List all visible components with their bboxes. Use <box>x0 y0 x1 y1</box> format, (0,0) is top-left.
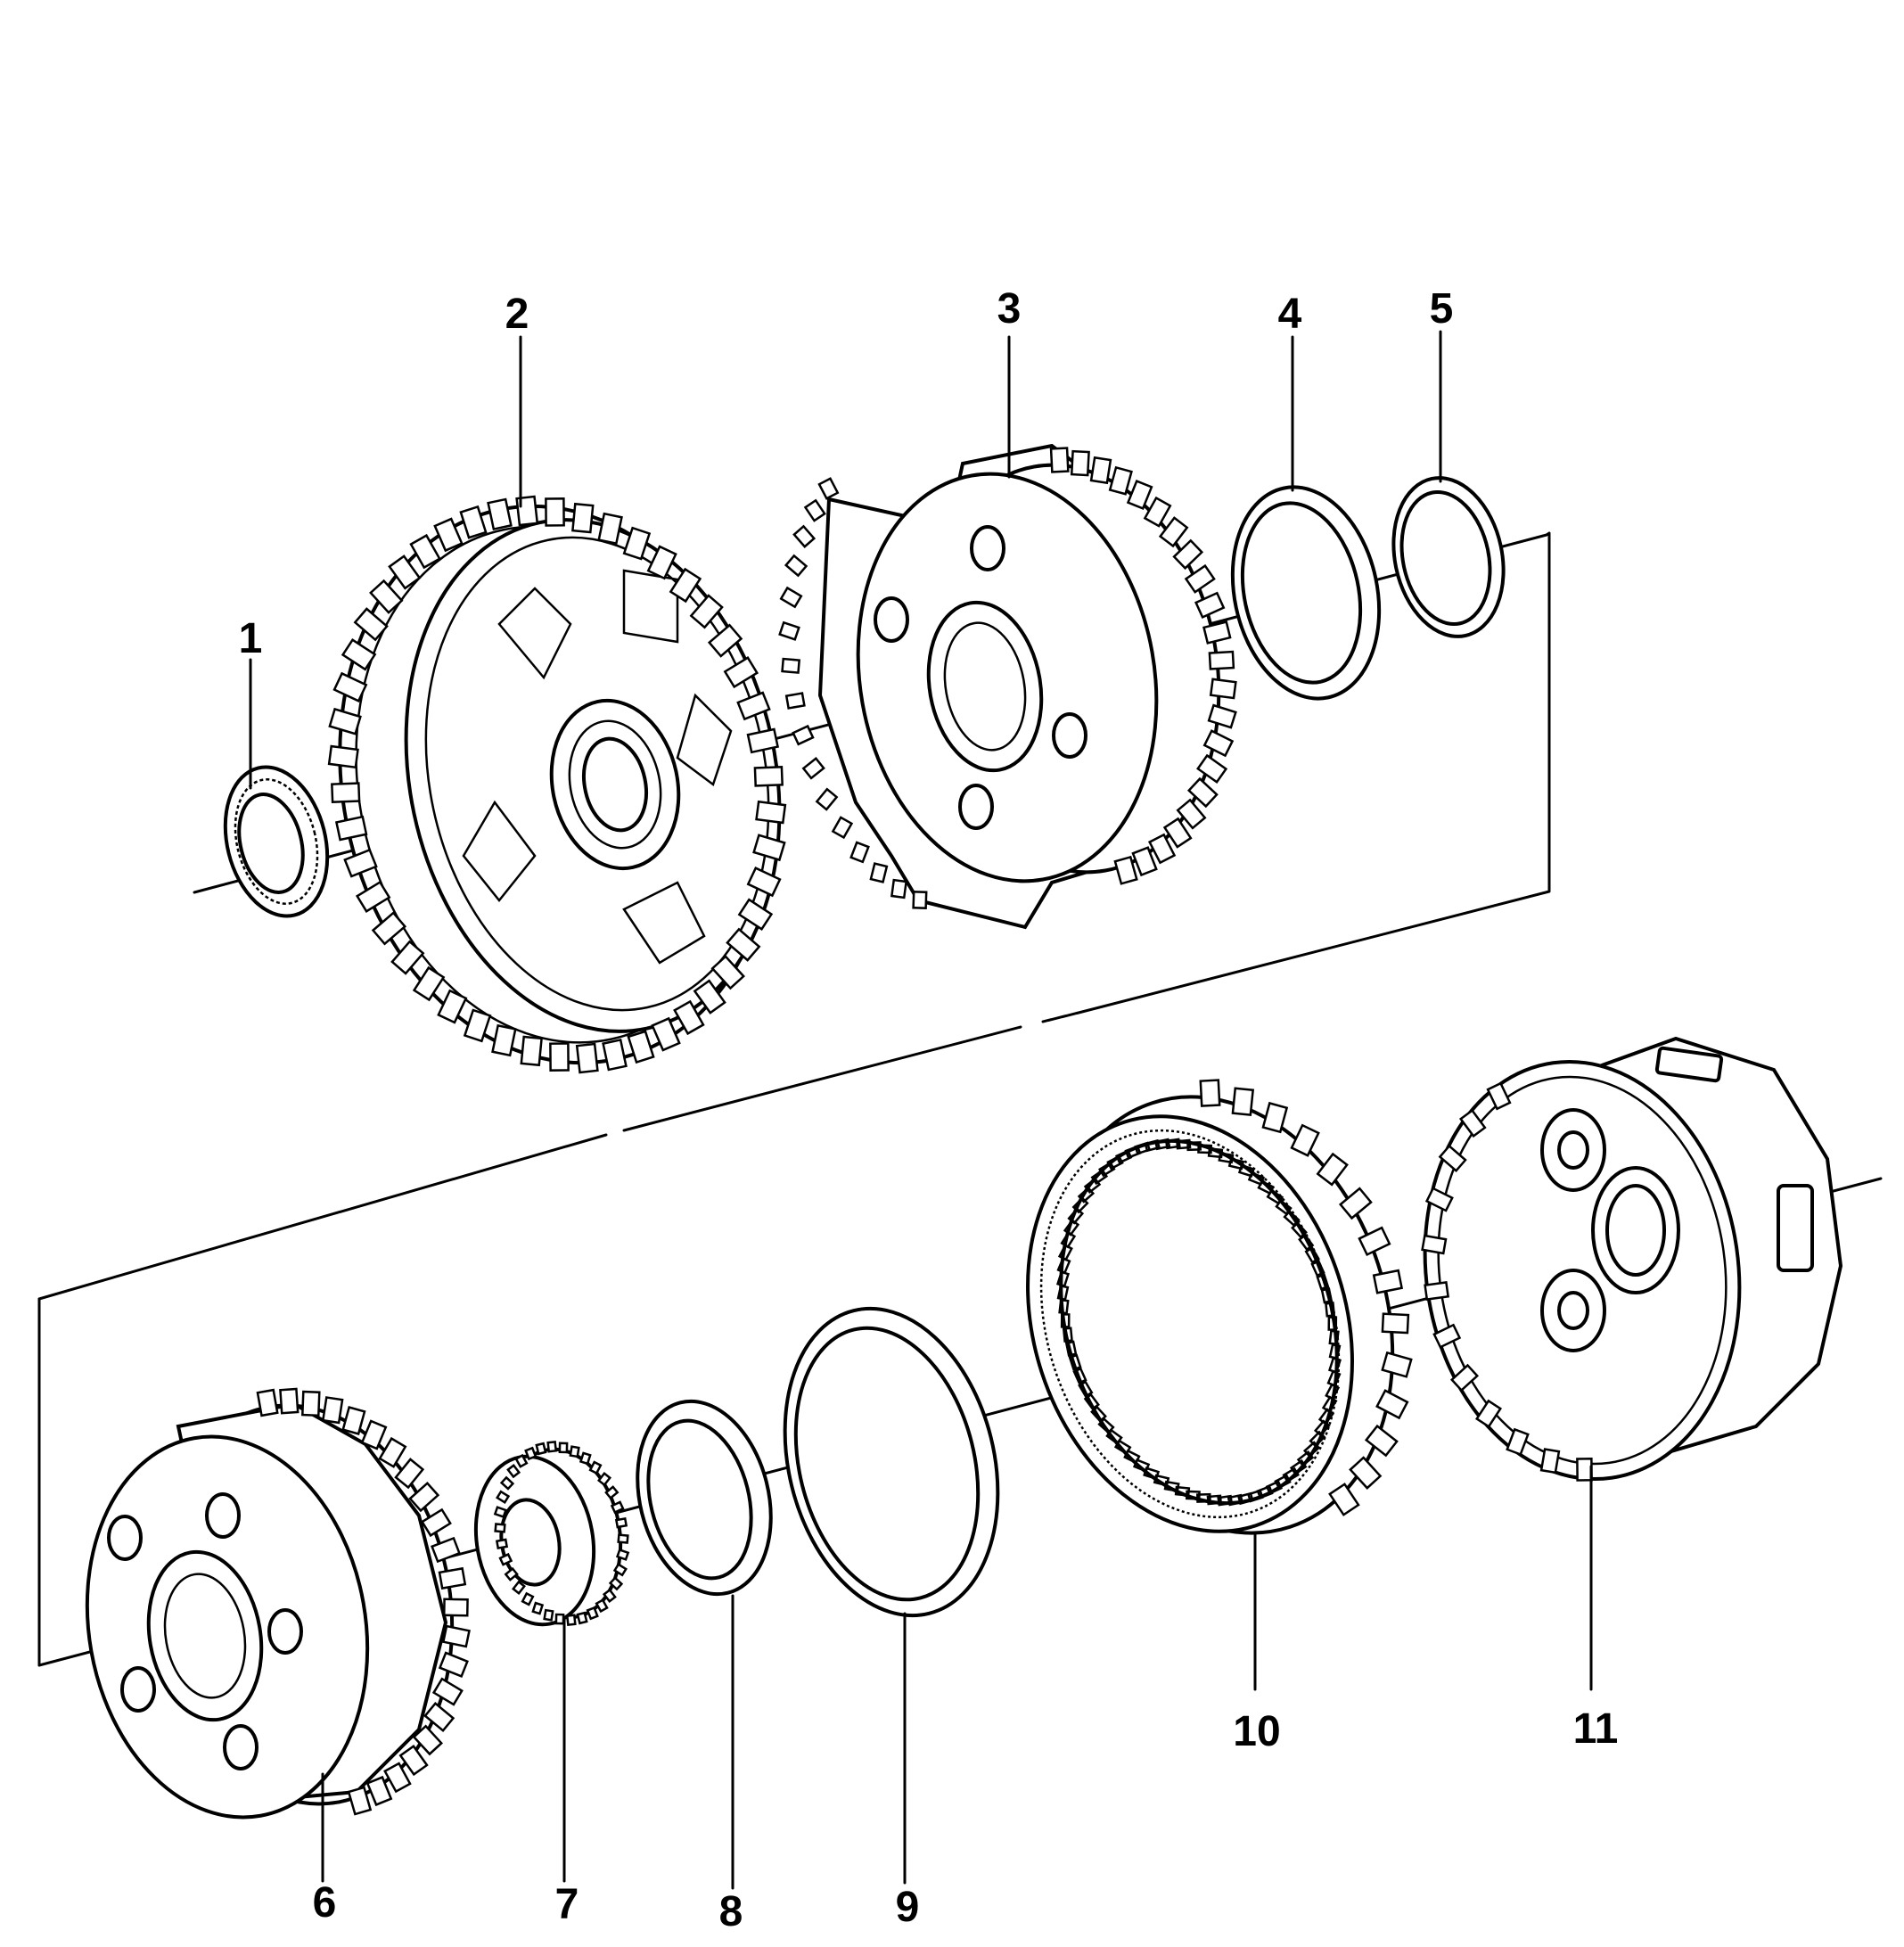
callout-1: 1 <box>239 615 263 662</box>
callout-9: 9 <box>896 1884 920 1931</box>
callout-6: 6 <box>313 1879 337 1926</box>
part-5-thrust-washer-icon <box>1391 476 1506 638</box>
part-3-planet-carrier-icon <box>778 443 1237 930</box>
part-10-ring-gear-icon <box>1026 1079 1413 1535</box>
part-8-thrust-bearing-icon <box>636 1399 773 1597</box>
callout-2: 2 <box>505 291 529 338</box>
part-2-clutch-hub-drum-icon <box>327 495 787 1074</box>
callout-5: 5 <box>1430 285 1454 333</box>
part-7-sun-gear-icon <box>473 1441 630 1627</box>
part-11-planetary-housing-icon <box>1421 1036 1843 1482</box>
callout-leaders <box>249 330 1593 1890</box>
part-4-thrust-washer-icon <box>1230 485 1382 701</box>
part-6-planet-carrier-icon <box>85 1387 471 1820</box>
callout-labels: 1 2 3 4 5 6 7 8 9 10 11 <box>239 285 1619 1935</box>
part-1-thrust-bearing-icon <box>223 765 330 918</box>
part-9-retaining-ring-icon <box>783 1306 1000 1618</box>
callout-10: 10 <box>1233 1708 1280 1755</box>
callout-8: 8 <box>719 1888 743 1935</box>
callout-3: 3 <box>997 285 1022 333</box>
callout-4: 4 <box>1278 291 1302 338</box>
callout-11: 11 <box>1573 1705 1619 1753</box>
callout-7: 7 <box>555 1881 579 1928</box>
